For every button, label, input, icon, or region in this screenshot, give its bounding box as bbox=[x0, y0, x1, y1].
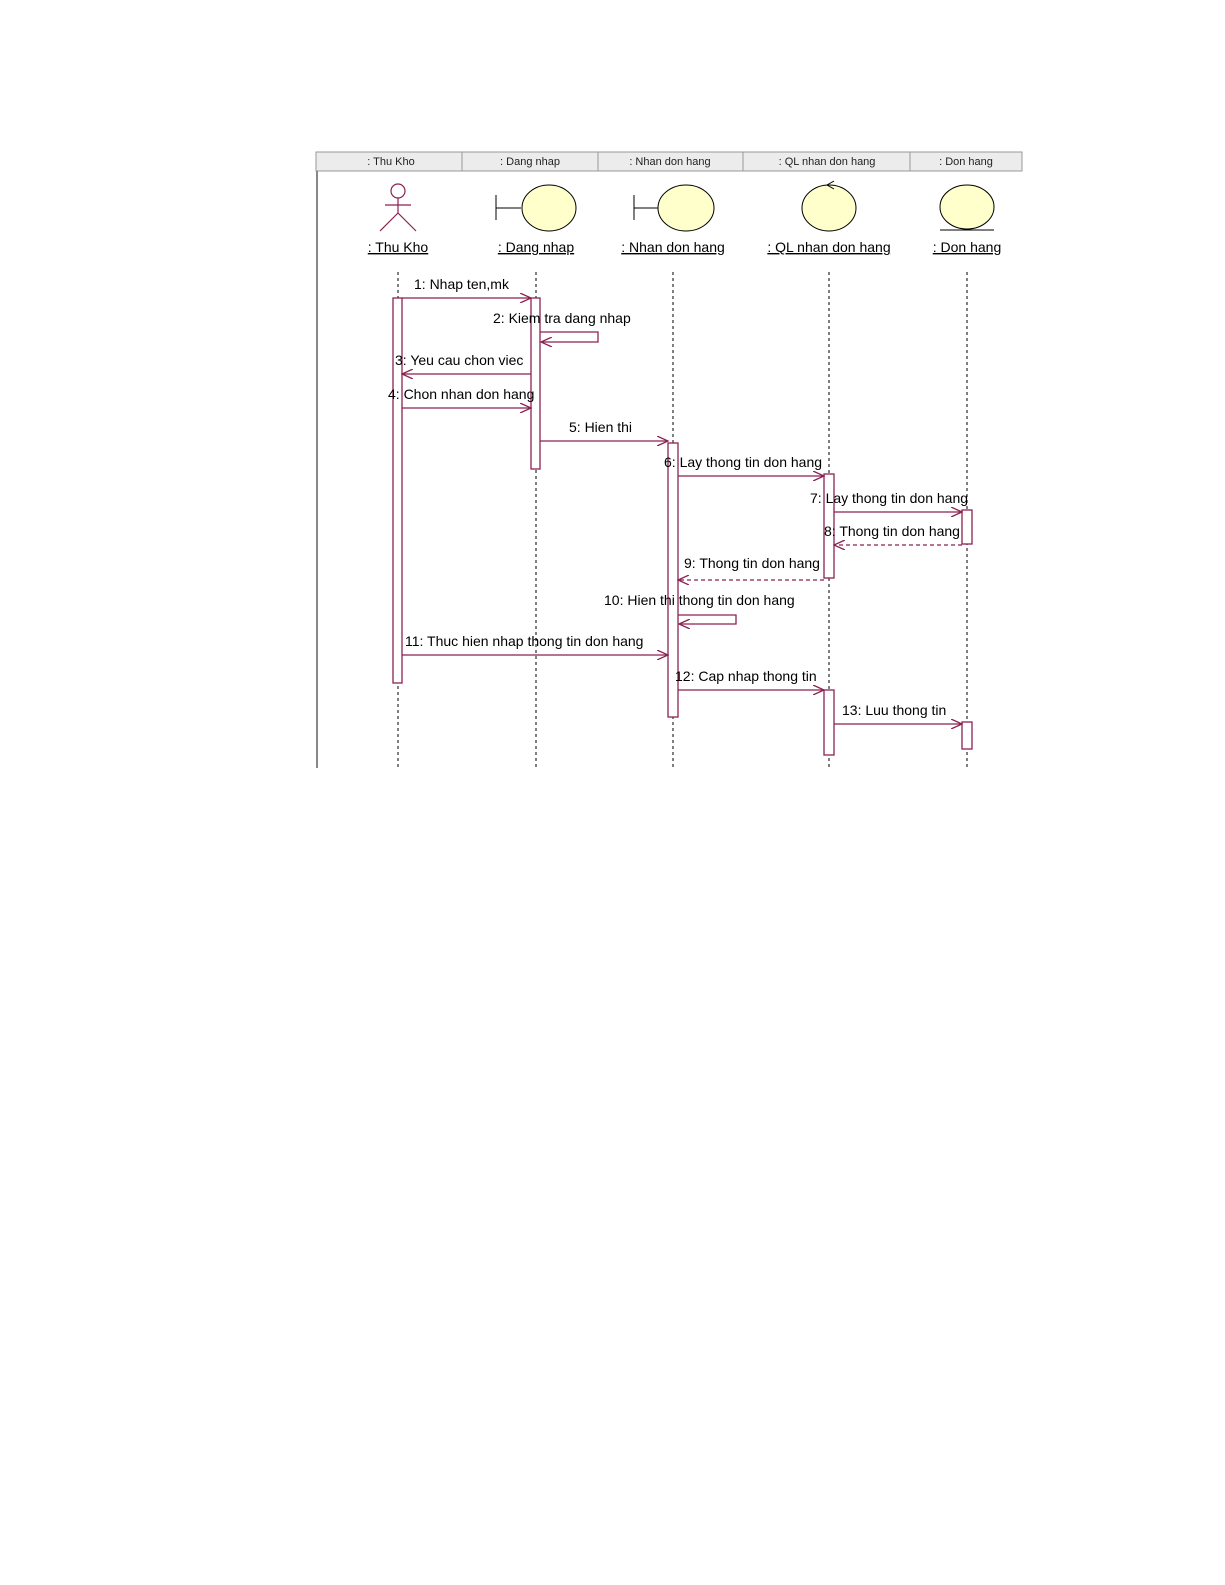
entity-icon bbox=[939, 184, 995, 231]
tab-thu-kho[interactable]: : Thu Kho bbox=[367, 156, 415, 168]
message-label: 8: Thong tin don hang bbox=[824, 523, 960, 539]
lifelines bbox=[397, 272, 968, 768]
actor-icon bbox=[379, 183, 417, 232]
message-label: 5: Hien thi bbox=[569, 419, 632, 435]
tab-ql-nhan-don-hang[interactable]: : QL nhan don hang bbox=[779, 156, 876, 168]
object-label: : Nhan don hang bbox=[621, 239, 725, 255]
message-label: 9: Thong tin don hang bbox=[684, 555, 820, 571]
self-message-arrow bbox=[678, 614, 737, 624]
boundary-icon bbox=[633, 184, 715, 232]
message-label: 6: Lay thong tin don hang bbox=[664, 454, 822, 470]
message-label: 4: Chon nhan don hang bbox=[388, 386, 534, 402]
message-label: 10: Hien thi thong tin don hang bbox=[604, 592, 795, 608]
self-message-arrow bbox=[540, 331, 599, 342]
boundary-icon bbox=[495, 184, 577, 232]
message-label: 13: Luu thong tin bbox=[842, 702, 946, 718]
message-label: 1: Nhap ten,mk bbox=[414, 276, 510, 292]
object-label: : QL nhan don hang bbox=[767, 239, 890, 255]
control-icon bbox=[801, 180, 857, 232]
object-label: : Don hang bbox=[933, 239, 1002, 255]
tab-nhan-don-hang[interactable]: : Nhan don hang bbox=[629, 156, 710, 168]
message-label: 11: Thuc hien nhap thong tin don hang bbox=[405, 633, 643, 649]
header-bar: : Thu Kho : Dang nhap : Nhan don hang : … bbox=[315, 151, 1023, 172]
object-label: : Dang nhap bbox=[498, 239, 574, 255]
tab-don-hang[interactable]: : Don hang bbox=[939, 156, 993, 168]
tab-dang-nhap[interactable]: : Dang nhap bbox=[500, 156, 560, 168]
message-label: 7: Lay thong tin don hang bbox=[810, 490, 968, 506]
message-label: 12: Cap nhap thong tin bbox=[675, 668, 817, 684]
message-label: 3: Yeu cau chon viec bbox=[395, 352, 523, 368]
message-label: 2: Kiem tra dang nhap bbox=[493, 310, 631, 326]
activation-bars bbox=[392, 297, 973, 756]
object-label: : Thu Kho bbox=[368, 239, 429, 255]
